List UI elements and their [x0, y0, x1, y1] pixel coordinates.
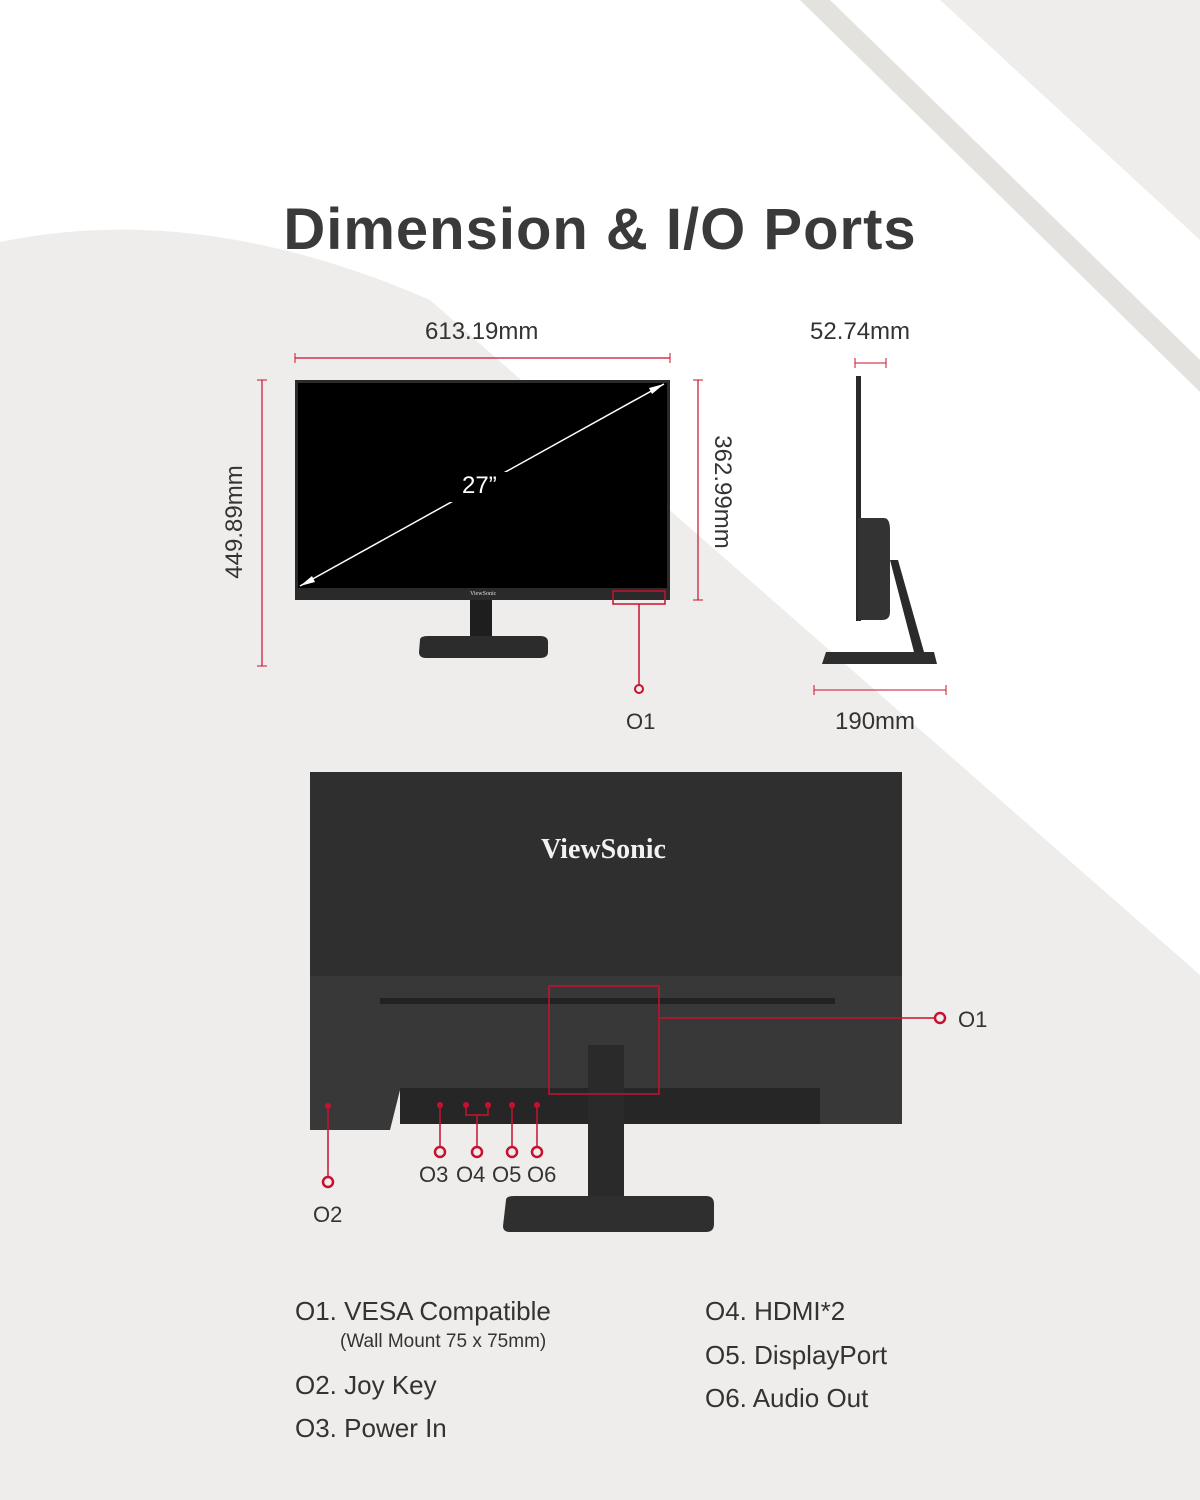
- callout-05: O5: [492, 1162, 522, 1187]
- diagonal-size: 27”: [462, 472, 497, 499]
- legend-text: VESA Compatible: [344, 1296, 551, 1326]
- legend-item-04: O4. HDMI*2: [705, 1296, 845, 1327]
- callout-03: O3: [419, 1162, 449, 1187]
- callout-06: O6: [527, 1162, 557, 1187]
- legend-item-05: O5. DisplayPort: [705, 1340, 887, 1371]
- brand-logo: ViewSonic: [541, 834, 666, 865]
- legend-number: O3.: [295, 1413, 337, 1443]
- panel-height-dimension: 362.99mm: [709, 435, 736, 549]
- front-view: [257, 353, 703, 694]
- legend-number: O5.: [705, 1340, 747, 1370]
- back-view: [310, 772, 947, 1232]
- legend-text: Audio Out: [752, 1383, 869, 1413]
- side-view: [813, 358, 947, 695]
- page-title: Dimension & I/O Ports: [283, 197, 917, 262]
- legend-text: HDMI*2: [754, 1296, 846, 1326]
- legend-item-06: O6. Audio Out: [705, 1383, 868, 1414]
- depth-stand-dimension: 190mm: [835, 708, 916, 735]
- callout-01-front: O1: [626, 709, 656, 734]
- callout-04: O4: [456, 1162, 486, 1187]
- legend-item-01: O1. VESA Compatible: [295, 1296, 551, 1327]
- legend-text: Joy Key: [344, 1370, 437, 1400]
- legend-number: O1.: [295, 1296, 337, 1326]
- legend-text: DisplayPort: [754, 1340, 888, 1370]
- callout-02: O2: [313, 1202, 343, 1227]
- depth-panel-dimension: 52.74mm: [810, 318, 911, 345]
- height-dimension: 449.89mm: [221, 465, 248, 579]
- legend-number: O6.: [705, 1383, 747, 1413]
- legend-item-03: O3. Power In: [295, 1413, 447, 1444]
- legend-item-02: O2. Joy Key: [295, 1370, 437, 1401]
- callout-01-back: O1: [958, 1007, 988, 1032]
- legend-number: O4.: [705, 1296, 747, 1326]
- legend-number: O2.: [295, 1370, 337, 1400]
- legend-item-01-sub: (Wall Mount 75 x 75mm): [340, 1331, 547, 1352]
- front-logo: ViewSonic: [470, 591, 497, 597]
- legend-text: Power In: [344, 1413, 447, 1443]
- width-dimension: 613.19mm: [425, 318, 539, 345]
